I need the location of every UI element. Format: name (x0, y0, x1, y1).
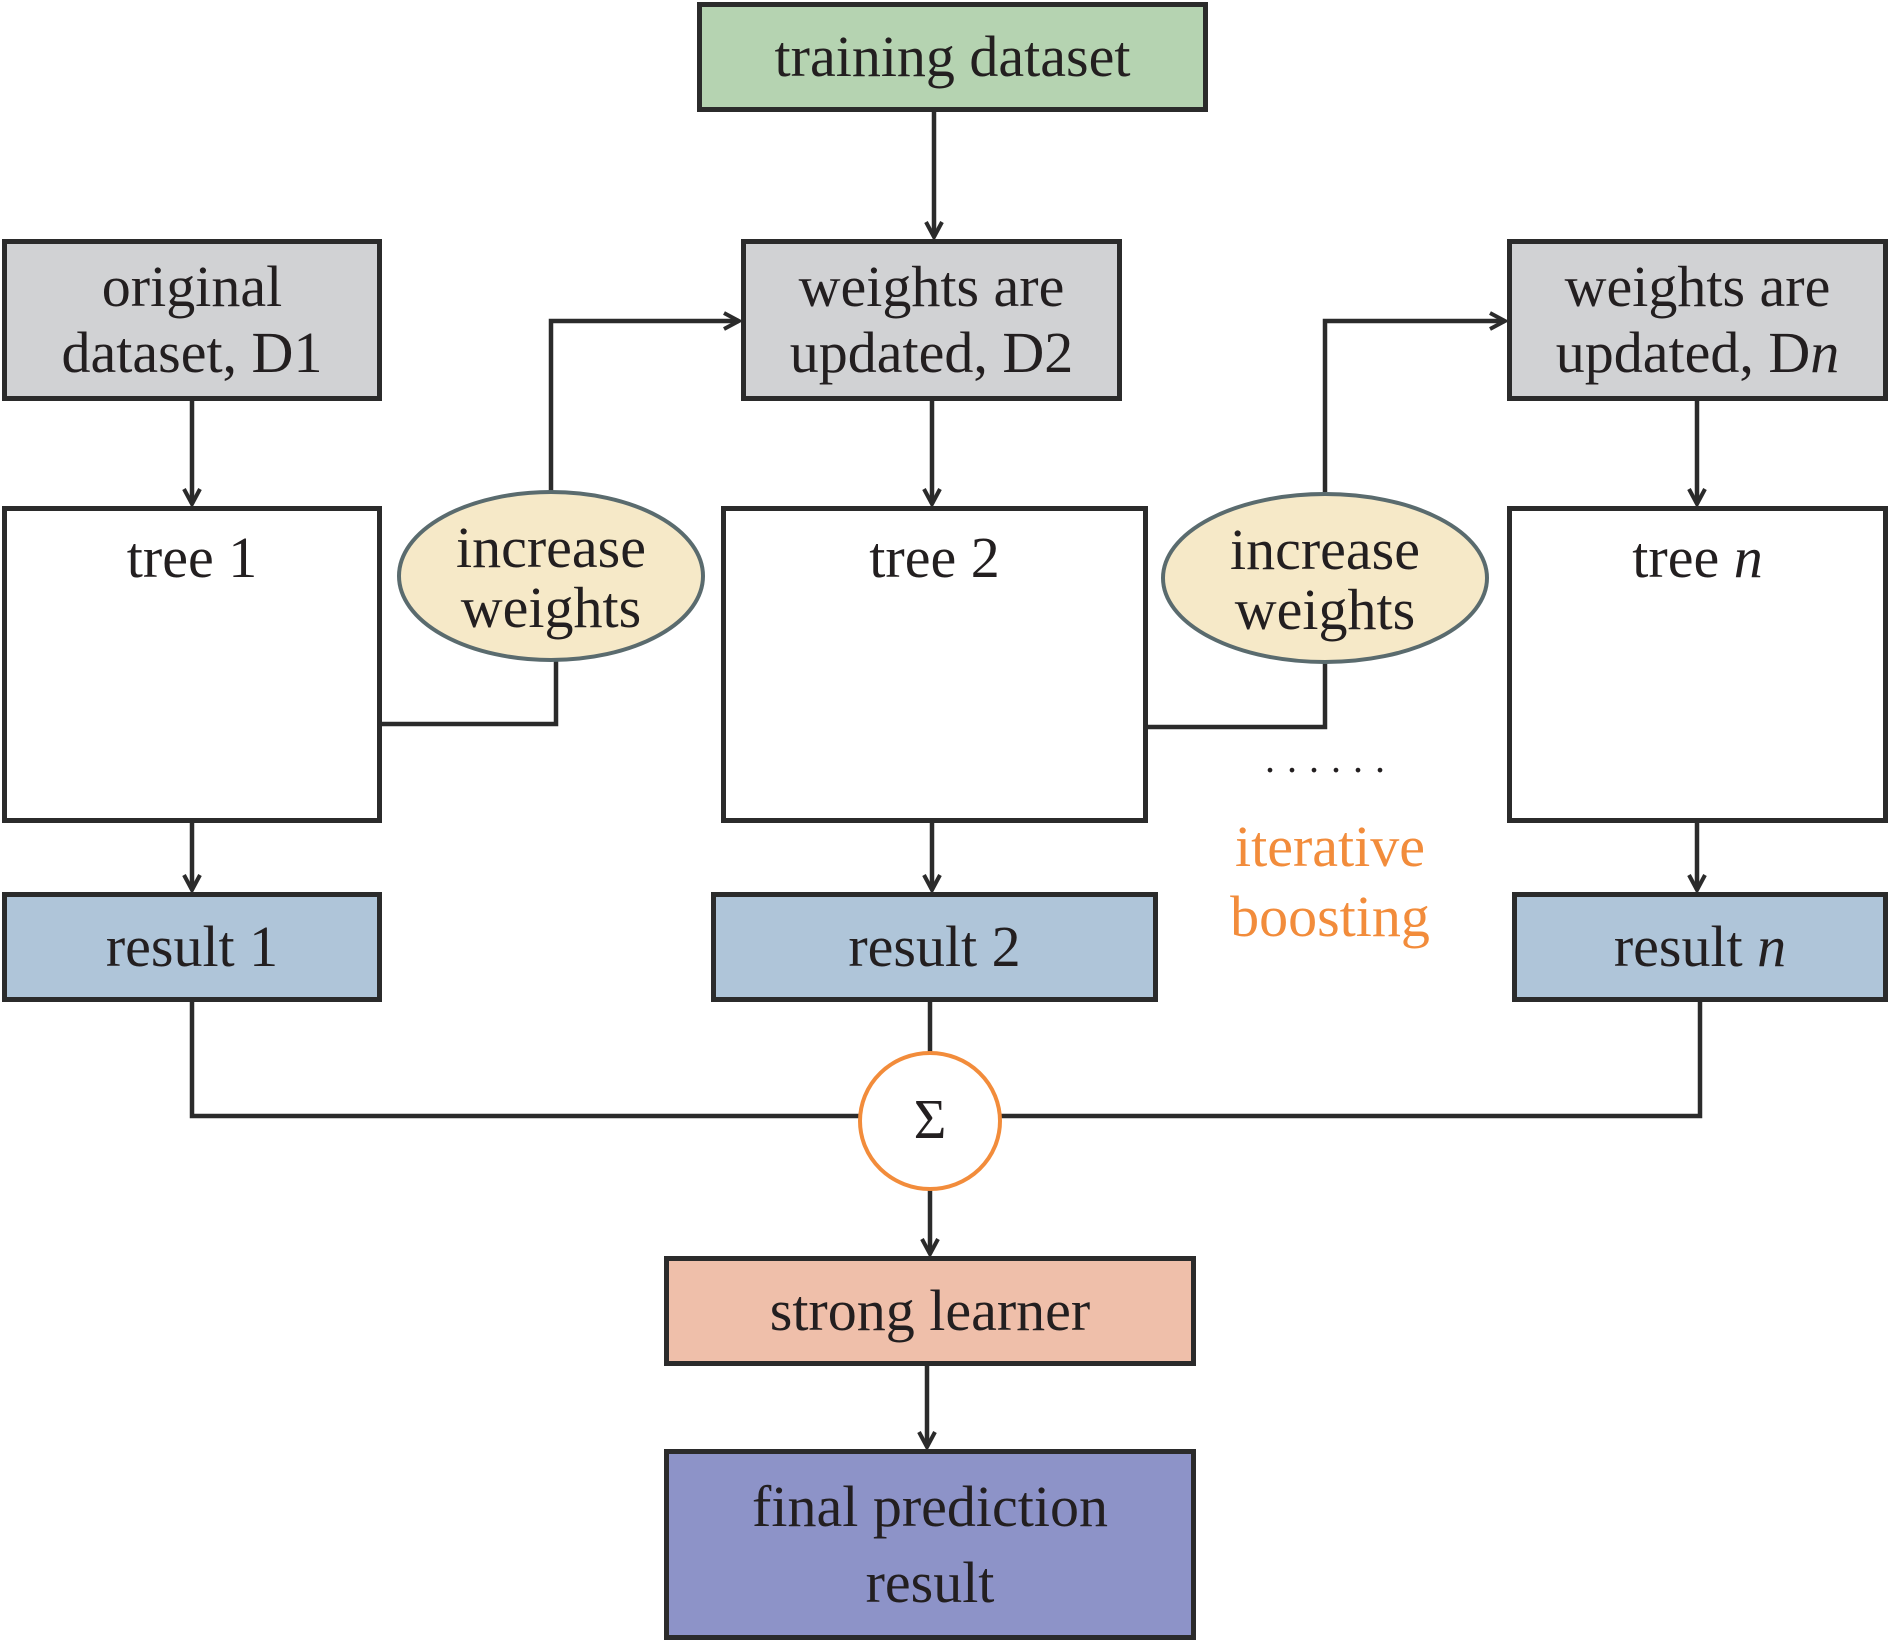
training-dataset-label: training dataset (774, 24, 1131, 89)
increase-weights-ellipse-1 (397, 490, 705, 662)
tree-box-2: tree 2 (721, 506, 1148, 823)
dataset-index-n: n (1810, 320, 1840, 385)
ellipsis-dots: ...... (1265, 736, 1397, 781)
tree-label: tree 1 (126, 525, 258, 590)
result-label: result 1 (105, 914, 279, 979)
result-label: result (1613, 914, 1758, 979)
training-dataset-box: training dataset (697, 2, 1208, 112)
increase-weights-label-1: increase weights (456, 515, 646, 640)
dataset-label-line2: dataset, D1 (61, 320, 323, 385)
connector-resultn-to-sum (999, 1002, 1703, 1119)
tree-label: tree (1632, 525, 1734, 590)
strong-learner-box: strong learner (664, 1256, 1196, 1366)
sum-symbol: Σ (913, 1089, 947, 1151)
arrow-ellipse1-to-d2 (548, 321, 739, 492)
connector-result1-to-sum (189, 1002, 859, 1119)
connector-tree1-to-ellipse1 (382, 660, 559, 727)
strong-learner-label: strong learner (769, 1278, 1091, 1343)
dataset-label-line2: updated, D2 (789, 320, 1074, 385)
sum-circle (858, 1051, 1002, 1191)
dataset-label-line2: updated, D (1555, 320, 1811, 385)
increase-weights-ellipse-2 (1161, 492, 1489, 664)
result-box-n: result n (1512, 892, 1888, 1002)
tree-index-n: n (1733, 525, 1763, 590)
result-index-n: n (1757, 914, 1787, 979)
dataset-label-line1: weights are (1564, 254, 1831, 319)
iterative-boosting-label: iterative boosting (1230, 814, 1430, 949)
dataset-label-line1: original (101, 254, 283, 319)
result-box-1: result 1 (2, 892, 382, 1002)
result-box-2: result 2 (711, 892, 1158, 1002)
tree-box-1: tree 1 (2, 506, 382, 823)
final-prediction-box: final prediction result (664, 1449, 1196, 1640)
tree-box-n: tree n (1507, 506, 1888, 823)
final-prediction-label: final prediction result (752, 1473, 1108, 1615)
result-label: result 2 (848, 914, 1021, 979)
connector-tree2-to-ellipse2 (1148, 660, 1328, 730)
arrow-ellipse2-to-dn (1322, 321, 1505, 492)
tree-label: tree 2 (869, 525, 1000, 590)
increase-weights-label-2: increase weights (1230, 517, 1420, 642)
dataset-label-line1: weights are (798, 254, 1065, 319)
